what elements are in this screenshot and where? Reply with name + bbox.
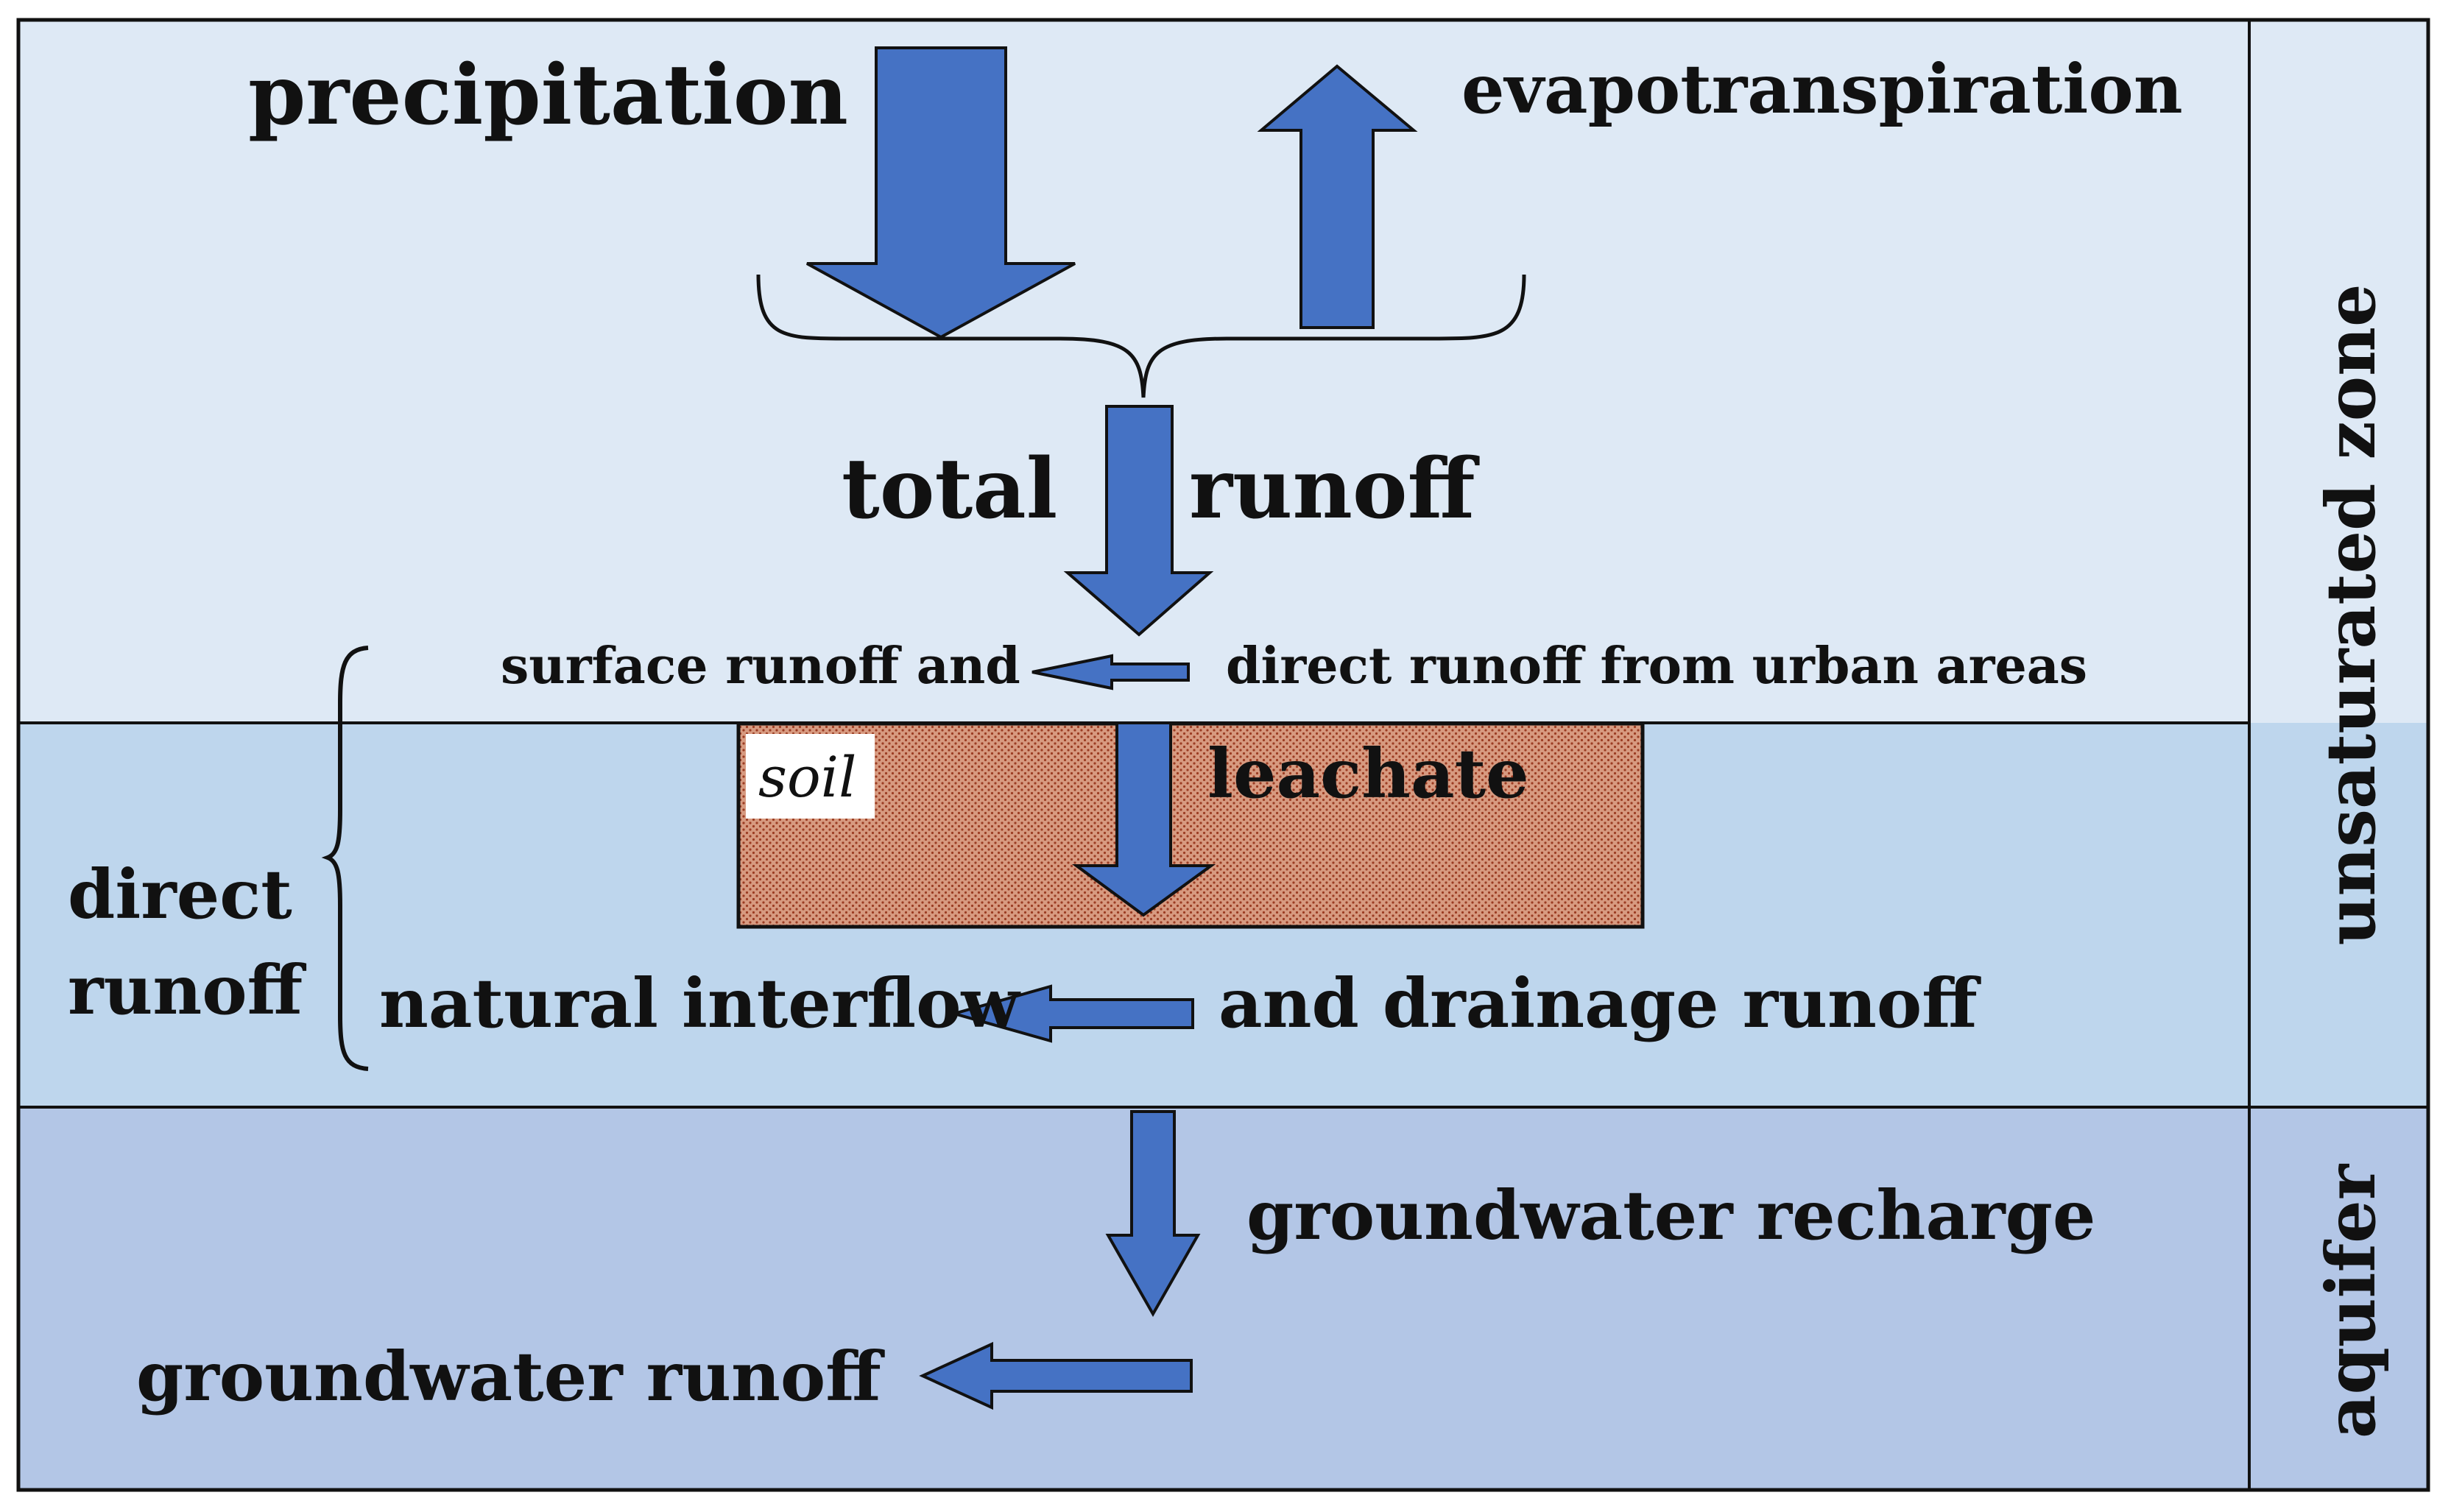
groundwater-runoff-arrow (919, 1341, 1193, 1410)
precipitation-arrow (806, 46, 1076, 339)
drainage-runoff-label: and drainage runoff (1219, 964, 1981, 1043)
aquifer-label: aquifer (2311, 1163, 2391, 1438)
groundwater-recharge-label: groundwater recharge (1246, 1176, 2095, 1255)
surface-runoff-label: surface runoff and (501, 637, 1020, 696)
unsaturated-surface-zone-band (18, 20, 2428, 723)
total-runoff-arrow (1063, 405, 1214, 637)
diagram-frame (16, 18, 2430, 1492)
unsaturated-zone-label: unsaturated zone (2311, 283, 2391, 945)
precipitation-label: precipitation (248, 47, 848, 144)
leachate-label: leachate (1207, 734, 1529, 813)
balance-brace (756, 274, 1526, 398)
groundwater-recharge-arrow (1105, 1110, 1201, 1318)
evapotranspiration-label: evapotranspiration (1461, 49, 2183, 129)
direct-runoff-brace (321, 646, 369, 1071)
natural-interflow-label: natural interflow (379, 964, 1022, 1043)
surface-runoff-arrow (1031, 654, 1190, 690)
soil-label: soil (758, 744, 856, 810)
leachate-arrow (1071, 721, 1216, 917)
groundwater-runoff-label: groundwater runoff (136, 1337, 885, 1416)
aquifer-zone-band (18, 1107, 2428, 1490)
direct-runoff-urban-label: direct runoff from urban areas (1226, 637, 2087, 696)
runoff-label: runoff (1189, 441, 1480, 537)
interflow-arrow (948, 984, 1194, 1043)
soil-block (736, 721, 1645, 929)
direct-runoff-label-line2: runoff (68, 950, 307, 1030)
total-label: total (842, 441, 1057, 537)
evapotranspiration-arrow (1257, 64, 1418, 329)
soil-label-box (746, 734, 875, 819)
direct-runoff-label-line1: direct (68, 855, 292, 934)
